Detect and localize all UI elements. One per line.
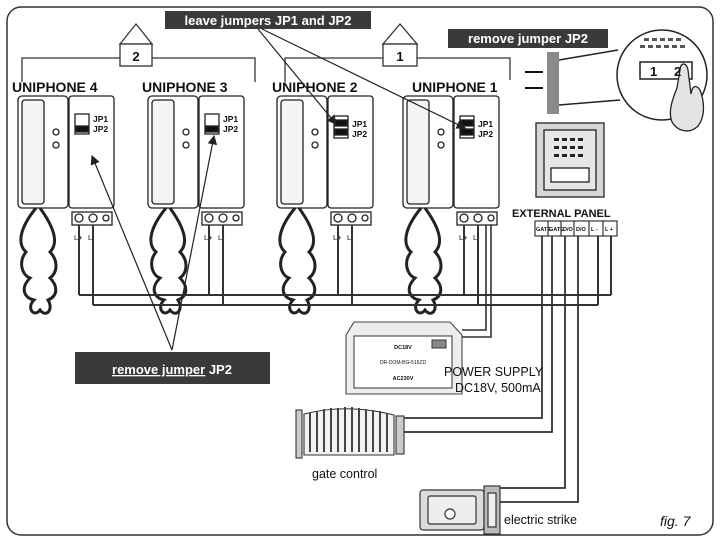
electric-strike-illustration xyxy=(419,485,501,535)
leave-jumpers-arrows xyxy=(257,28,467,129)
uniphone-2-unit xyxy=(276,95,374,315)
remove-jumper-bottom-callout: remove jumper JP2 xyxy=(112,362,232,377)
uniphone-4-jp1: JP1 xyxy=(93,114,108,124)
uniphone-2-jp2: JP2 xyxy=(352,129,367,139)
uniphone-4-l-minus: L- xyxy=(88,233,95,242)
power-supply-device-bot: AC230V xyxy=(393,376,414,382)
ext-terminal-l-minus: L - xyxy=(591,227,598,233)
zoom-inset xyxy=(558,29,708,132)
uniphone-2-jp1: JP1 xyxy=(352,119,367,129)
bus-wiring xyxy=(78,225,612,503)
jumper-removal-illustration xyxy=(525,52,559,114)
power-supply-device xyxy=(345,321,463,395)
remove-jumper-bottom-arrows xyxy=(90,134,218,351)
house-bracket-2 xyxy=(21,22,256,82)
zoom-inset-digit-1: 1 xyxy=(650,64,657,79)
uniphone-1-jp1: JP1 xyxy=(478,119,493,129)
remove-jumper-top-callout-bg xyxy=(448,29,608,48)
electric-strike-label: electric strike xyxy=(504,513,577,527)
external-panel-title: EXTERNAL PANEL xyxy=(512,208,611,220)
uniphone-1-unit xyxy=(402,95,500,315)
leave-jumpers-callout: leave jumpers JP1 and JP2 xyxy=(185,13,352,28)
uniphone-2-l-minus: L- xyxy=(347,233,354,242)
ext-terminal-do-2: D/O xyxy=(576,227,587,233)
gate-illustration xyxy=(295,407,405,459)
house-number-1: 1 xyxy=(396,49,403,64)
ext-terminal-gate-1: GATE xyxy=(536,227,551,233)
house-bracket-1 xyxy=(284,22,511,82)
uniphone-2-label: UNIPHONE 2 xyxy=(272,79,358,95)
power-supply-spec: DC18V, 500mA xyxy=(455,381,541,395)
external-panel-terminal-block xyxy=(534,220,618,237)
uniphone-3-jp1: JP1 xyxy=(223,114,238,124)
uniphone-4-label: UNIPHONE 4 xyxy=(12,79,98,95)
uniphone-4-unit xyxy=(17,95,115,315)
power-supply-device-top: DC18V xyxy=(394,345,412,351)
power-supply-label: POWER SUPPLY xyxy=(444,365,544,379)
uniphone-1-l-minus: L- xyxy=(473,233,480,242)
uniphone-1-label: UNIPHONE 1 xyxy=(412,79,498,95)
uniphone-3-unit xyxy=(147,95,245,315)
external-panel-device xyxy=(535,122,605,198)
ext-terminal-gate-2: GATE xyxy=(549,227,564,233)
uniphone-4-jp2: JP2 xyxy=(93,124,108,134)
uniphone-1-jp2: JP2 xyxy=(478,129,493,139)
house-number-2: 2 xyxy=(132,49,139,64)
leave-jumpers-callout-bg xyxy=(165,11,371,29)
ext-terminal-l-plus: L + xyxy=(605,227,613,233)
remove-jumper-bottom-callout-bg xyxy=(75,352,270,384)
uniphone-3-l-minus: L- xyxy=(218,233,225,242)
power-supply-device-mid: DR-DOM-BG-516ZD xyxy=(380,360,427,366)
ext-terminal-do-1: D/O xyxy=(563,227,574,233)
gate-control-label: gate control xyxy=(312,467,377,481)
uniphone-3-label: UNIPHONE 3 xyxy=(142,79,228,95)
remove-jumper-top-callout: remove jumper JP2 xyxy=(468,31,588,46)
figure-label: fig. 7 xyxy=(660,513,692,529)
diagram-frame xyxy=(6,6,714,536)
uniphone-3-jp2: JP2 xyxy=(223,124,238,134)
zoom-inset-digit-2: 2 xyxy=(674,64,681,79)
